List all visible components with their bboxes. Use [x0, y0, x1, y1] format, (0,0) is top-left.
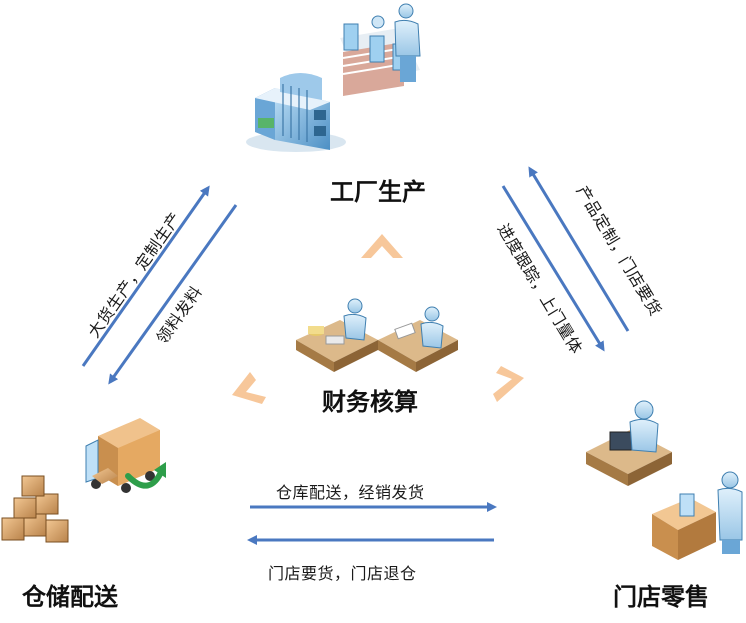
arrow-store-to-factory	[528, 166, 630, 332]
node-factory-label: 工厂生产	[330, 177, 426, 206]
accountant-desks-icon	[296, 298, 458, 372]
node-finance-label: 财务核算	[322, 387, 418, 416]
cardboard-boxes-icon	[1, 475, 69, 543]
arrow-factory-to-warehouse	[108, 204, 238, 385]
chevron-right	[493, 366, 524, 402]
shopkeeper-with-box-icon	[652, 471, 743, 560]
flow-label-wh-to-store: 仓库配送，经销发货	[276, 483, 425, 502]
arrow-warehouse-to-factory	[81, 185, 210, 367]
node-store-label: 门店零售	[613, 582, 709, 611]
delivery-truck-icon	[85, 418, 166, 493]
node-warehouse-label: 仓储配送	[22, 582, 118, 611]
chevron-left	[232, 372, 266, 404]
factory-building-icon	[246, 73, 346, 152]
arrow-factory-to-store	[501, 185, 605, 352]
store-clerk-desk-icon	[586, 400, 672, 486]
chevron-up	[361, 234, 403, 258]
flow-label-store-to-wh: 门店要货，门店退仓	[268, 564, 417, 583]
assembly-line-worker-icon	[340, 3, 421, 96]
